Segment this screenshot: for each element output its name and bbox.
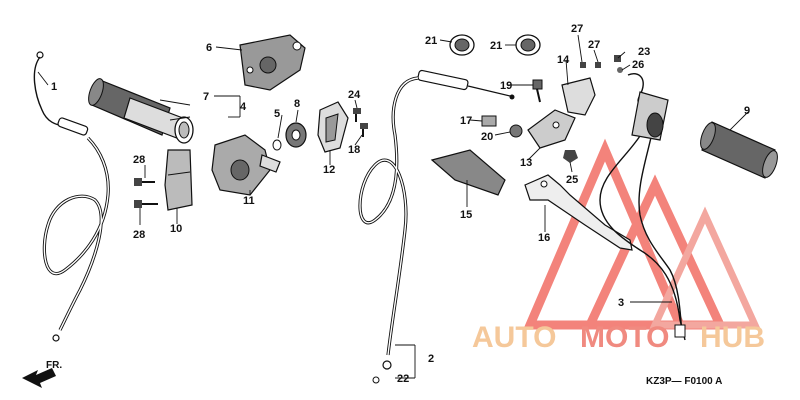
callout-5: 5 — [274, 108, 280, 120]
part-8-pulley — [285, 122, 307, 148]
callout-15: 15 — [460, 209, 472, 221]
callout-11: 11 — [243, 195, 255, 207]
callout-24: 24 — [348, 89, 361, 101]
callout-7: 7 — [203, 91, 209, 103]
callout-28b: 28 — [133, 229, 145, 241]
part-15-lever-cover — [430, 149, 506, 196]
direction-label: FR. — [46, 360, 62, 371]
callout-21a: 21 — [425, 35, 437, 47]
callout-9: 9 — [744, 105, 750, 117]
watermark-text-hub: HUB — [700, 321, 765, 354]
part-1-throttle-cable — [33, 51, 110, 342]
part-12-cover — [317, 101, 349, 153]
part-20-nut — [509, 124, 523, 138]
callout-26: 26 — [632, 59, 644, 71]
part-17-adjuster — [481, 115, 497, 127]
part-21-clamps — [449, 34, 541, 56]
callout-18: 18 — [348, 144, 360, 156]
part-2-clutch-cable — [358, 69, 515, 384]
callout-14: 14 — [557, 54, 570, 66]
part-19-bolt — [532, 79, 543, 103]
part-7-left-grip — [88, 78, 194, 144]
watermark-text-moto: MOTO — [580, 321, 669, 354]
callout-8: 8 — [294, 98, 300, 110]
callout-3: 3 — [618, 297, 624, 309]
callout-12: 12 — [323, 164, 335, 176]
callout-13: 13 — [520, 157, 532, 169]
screws-28 — [134, 178, 158, 208]
callout-1: 1 — [51, 81, 57, 93]
part-5-collar — [272, 139, 282, 151]
watermark-text-auto: AUTO — [472, 321, 556, 354]
part-16-clutch-lever — [524, 174, 633, 251]
watermark-logo-triangles — [523, 138, 761, 330]
part-14-bracket — [561, 62, 601, 116]
callout-22: 22 — [397, 373, 409, 385]
callout-20: 20 — [481, 131, 493, 143]
callout-6: 6 — [206, 42, 212, 54]
callout-10: 10 — [170, 223, 182, 235]
callout-16: 16 — [538, 232, 550, 244]
leader-lines — [37, 34, 749, 379]
screws-24-18 — [353, 108, 368, 137]
part-11-lower-housing — [211, 134, 281, 196]
part-13-lever-holder — [527, 109, 576, 149]
callout-2: 2 — [428, 353, 434, 365]
callout-23: 23 — [638, 46, 650, 58]
part-25-nut — [563, 150, 578, 163]
part-10-clamp — [164, 149, 193, 211]
watermark-text: AUTO MOTO HUB — [472, 321, 765, 354]
part-6-throttle-housing — [239, 34, 306, 91]
front-direction-arrow: FR. — [22, 360, 62, 388]
part-23-26-hardware — [614, 55, 623, 73]
callout-28a: 28 — [133, 154, 145, 166]
callout-17: 17 — [460, 115, 472, 127]
part-9-right-grip — [631, 91, 778, 179]
callout-numbers: 1 2 3 4 5 6 7 8 9 10 11 12 13 14 15 16 1… — [51, 23, 750, 385]
callout-27a: 27 — [571, 23, 583, 35]
diagram-code: KZ3P— F0100 A — [646, 376, 722, 387]
callout-21b: 21 — [490, 40, 502, 52]
callout-27b: 27 — [588, 39, 600, 51]
callout-4: 4 — [240, 101, 247, 113]
callout-25: 25 — [566, 174, 578, 186]
callout-19: 19 — [500, 80, 512, 92]
